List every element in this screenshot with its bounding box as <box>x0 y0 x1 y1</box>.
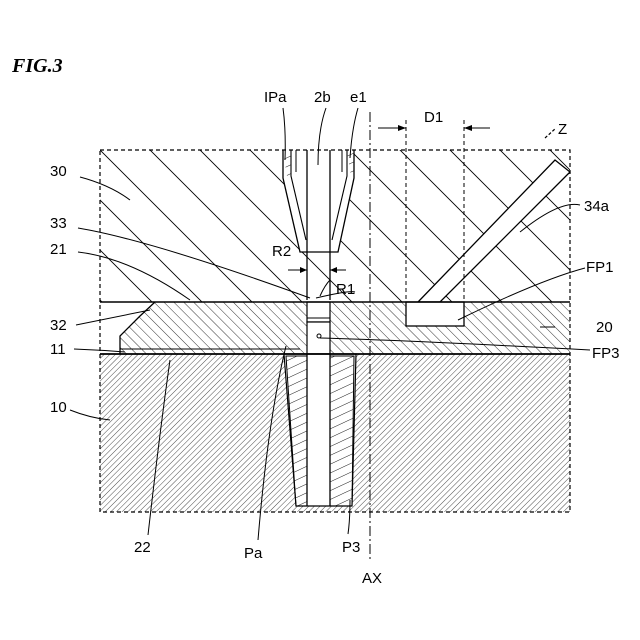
block-10 <box>100 354 570 512</box>
label-11: 11 <box>50 341 66 358</box>
label-R2: R2 <box>272 243 291 260</box>
label-21: 21 <box>50 241 67 258</box>
label-FP1: FP1 <box>586 259 614 276</box>
label-R1: R1 <box>336 281 355 298</box>
block-30 <box>100 150 570 302</box>
label-22: 22 <box>134 539 151 556</box>
label-32: 32 <box>50 317 67 334</box>
label-33: 33 <box>50 215 67 232</box>
label-10: 10 <box>50 399 67 416</box>
label-D1: D1 <box>424 109 443 126</box>
label-P3: P3 <box>342 539 360 556</box>
label-30: 30 <box>50 163 67 180</box>
label-e1: e1 <box>350 89 367 106</box>
label-20: 20 <box>596 319 613 336</box>
label-FP3: FP3 <box>592 345 620 362</box>
figure-title: FIG.3 <box>11 55 63 77</box>
plate-20 <box>100 302 570 354</box>
label-2b: 2b <box>314 89 331 106</box>
label-Z: Z <box>558 121 567 138</box>
label-IPa: IPa <box>264 89 287 106</box>
label-AX: AX <box>362 570 382 587</box>
label-Pa: Pa <box>244 545 263 562</box>
label-34a: 34a <box>584 198 610 215</box>
